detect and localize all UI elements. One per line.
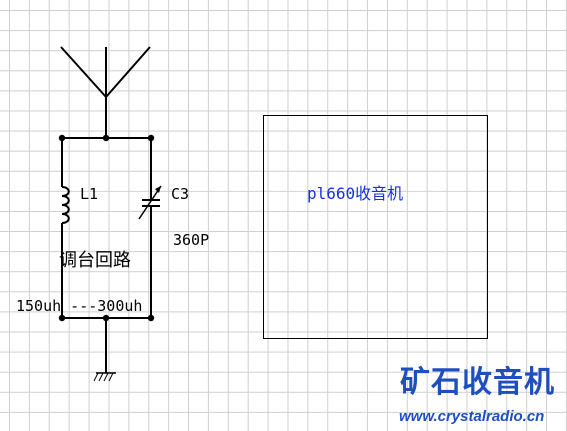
radio-block-box (263, 115, 488, 339)
inductor-coil-symbol (61, 186, 70, 224)
inductor-label: L1 (80, 185, 99, 203)
ground-symbol (93, 372, 116, 382)
variable-capacitor-symbol (138, 185, 162, 220)
inductance-range-label: 150uh ---300uh (16, 297, 143, 315)
watermark-url: www.crystalradio.cn (399, 408, 545, 425)
antenna-symbol (60, 46, 151, 98)
capacitor-label: C3 (171, 185, 190, 203)
circuit-name-label: 调台回路 (59, 250, 131, 271)
capacitor-value: 360P (173, 231, 210, 249)
junction-nodes (58, 134, 155, 322)
watermark-brand-name: 矿石收音机 (400, 365, 555, 400)
radio-block-label: pl660收音机 (307, 184, 404, 203)
